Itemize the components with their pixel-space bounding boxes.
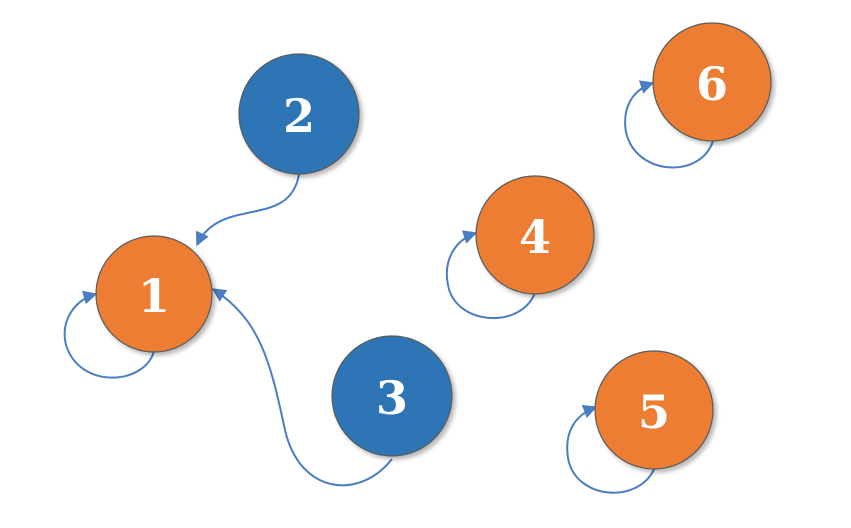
- node-2[interactable]: 2: [238, 53, 360, 175]
- node-2-circle: [238, 53, 360, 175]
- node-6-label: 6: [696, 57, 728, 111]
- node-5-label: 5: [638, 385, 670, 439]
- node-3-label: 3: [376, 371, 408, 425]
- node-4-label: 4: [519, 210, 551, 264]
- self-loop-6: [624, 80, 714, 169]
- node-1-label: 1: [138, 269, 170, 323]
- edge-2-to-1: [195, 173, 300, 247]
- self-loop-5: [566, 404, 656, 494]
- node-1[interactable]: 1: [95, 235, 213, 353]
- node-3-circle: [331, 335, 453, 457]
- node-6-circle: [652, 22, 772, 142]
- node-6[interactable]: 6: [652, 22, 772, 142]
- node-4-circle: [475, 175, 595, 295]
- node-3[interactable]: 3: [331, 335, 453, 457]
- node-5-circle: [594, 350, 714, 470]
- node-2-label: 2: [283, 89, 315, 143]
- node-4[interactable]: 4: [475, 175, 595, 295]
- node-1-circle: [95, 235, 213, 353]
- node-5[interactable]: 5: [594, 350, 714, 470]
- self-loop-4: [445, 230, 536, 320]
- nodes-layer: 1 2 3 4 5 6: [95, 22, 772, 470]
- self-loop-1: [63, 290, 155, 379]
- edges-layer: [63, 80, 714, 494]
- edge-3-to-1: [211, 288, 393, 487]
